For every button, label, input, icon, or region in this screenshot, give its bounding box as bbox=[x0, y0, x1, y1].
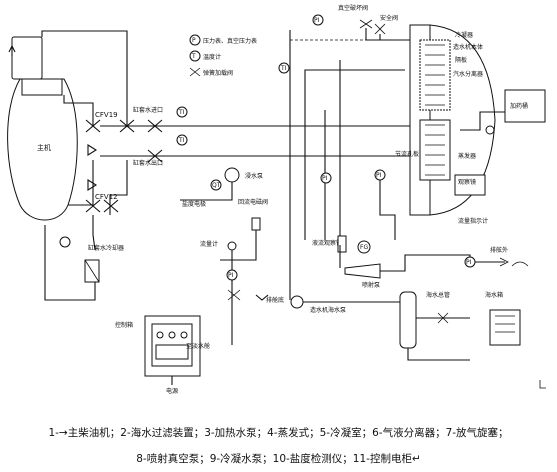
svg-text:P: P bbox=[192, 37, 196, 44]
legend-spring-text: 弹簧加载阀 bbox=[203, 69, 233, 77]
vacuum-breaker-valve: 真空破坏阀 bbox=[338, 4, 410, 41]
top-pi-gauge-2: TI bbox=[278, 62, 290, 74]
svg-text:TI: TI bbox=[280, 65, 287, 72]
svg-text:PI: PI bbox=[376, 172, 382, 179]
drain-bottom: 排舱底 bbox=[255, 294, 284, 304]
svg-text:PI: PI bbox=[322, 175, 328, 182]
baffle-label: 隔板 bbox=[455, 56, 467, 64]
control-box: 控制箱 电源 bbox=[115, 315, 201, 395]
jacket-ti-out: TI bbox=[176, 134, 188, 146]
dosing-tank-label: 加药桶 bbox=[510, 102, 528, 110]
seawater-chest: 海水箱 bbox=[485, 291, 521, 346]
drinking-tank-label: 至淡水舱 bbox=[186, 342, 210, 350]
svg-text:喷射泵: 喷射泵 bbox=[362, 281, 380, 289]
salinity-probe: QT 盐度电极 bbox=[182, 179, 222, 208]
svg-text:T: T bbox=[191, 53, 196, 60]
svg-text:PI: PI bbox=[314, 17, 320, 24]
figure-caption-line1: 1-→主柴油机；2-海水过滤装置；3-加热水泵；4-蒸发式；5-冷凝室；6-气液… bbox=[48, 427, 509, 439]
steam-separator-label: 汽水分离器 bbox=[453, 70, 483, 78]
jacket-in-label: 缸套水进口 bbox=[133, 106, 163, 114]
svg-text:排舱底: 排舱底 bbox=[266, 296, 284, 304]
ejector: 喷射泵 bbox=[344, 254, 471, 289]
jacket-pump-icon bbox=[59, 236, 71, 248]
flow-indicator-label: 流量指示计 bbox=[458, 217, 488, 225]
brine-pump: 浸水泵 bbox=[180, 167, 263, 201]
svg-text:TI: TI bbox=[178, 137, 185, 144]
flowmeter-pi: PI bbox=[226, 269, 241, 301]
legend-temp-text: 温度计 bbox=[203, 53, 221, 61]
jacket-water-piping bbox=[41, 30, 128, 301]
safety-valve: 安全阀 bbox=[374, 14, 398, 40]
jacket-water-lines: 缸套水进口 缸套水出口 bbox=[100, 106, 420, 167]
main-engine: 主机 bbox=[7, 36, 78, 221]
throttle-orifice: 节流孔板 PI bbox=[374, 150, 419, 240]
svg-text:真空破坏阀: 真空破坏阀 bbox=[338, 4, 368, 12]
outside-discharge: PI 排舷外 bbox=[464, 246, 529, 268]
svg-text:电源: 电源 bbox=[166, 387, 178, 395]
svg-text:FG: FG bbox=[360, 244, 368, 251]
jacket-ti-in: TI bbox=[176, 106, 188, 118]
side-pi-gauge: PI bbox=[320, 172, 332, 184]
main-engine-label: 主机 bbox=[37, 143, 51, 152]
svg-text:PI: PI bbox=[228, 272, 234, 279]
svg-text:排舷外: 排舷外 bbox=[490, 246, 508, 254]
svg-text:造水机海水泵: 造水机海水泵 bbox=[310, 306, 346, 314]
legend-pressure-text: 压力表、真空压力表 bbox=[203, 37, 257, 45]
cfv12-valve: CFV12 bbox=[85, 193, 119, 213]
cfv19-label: CFV19 bbox=[95, 111, 118, 119]
seawater-pump: 造水机海水泵 bbox=[290, 295, 400, 314]
condenser-label: 冷凝器 bbox=[455, 31, 473, 39]
legend: P 压力表、真空压力表 T 温度计 弹簧加载阀 bbox=[189, 34, 257, 77]
figure-caption-line2: 8-喷射真空泵；9-冷凝水泵；10-盐度检测仪；11-控制电柜↵ bbox=[136, 453, 421, 465]
jacket-cooler-label: 缸套水冷却器 bbox=[88, 244, 124, 252]
svg-text:海水总管: 海水总管 bbox=[426, 291, 450, 299]
svg-text:PI: PI bbox=[466, 259, 472, 266]
dosing-tank: 加药桶 bbox=[460, 89, 546, 135]
svg-text:液流观察镜: 液流观察镜 bbox=[312, 239, 342, 247]
seawater-main: 海水总管 bbox=[399, 291, 470, 361]
flow-meter: 流量计 bbox=[200, 240, 237, 345]
svg-text:流量计: 流量计 bbox=[200, 240, 218, 248]
svg-text:控制箱: 控制箱 bbox=[115, 321, 133, 329]
sight-glass-label: 观察镜 bbox=[458, 178, 476, 186]
cfv12-label: CFV12 bbox=[95, 193, 118, 201]
svg-text:海水箱: 海水箱 bbox=[485, 291, 503, 299]
liquid-sight-glass: 液流观察镜 bbox=[312, 235, 347, 253]
svg-text:TI: TI bbox=[178, 109, 185, 116]
return-solenoid: 回流电磁阀 bbox=[220, 198, 268, 261]
svg-text:浸水泵: 浸水泵 bbox=[245, 172, 263, 180]
svg-text:安全阀: 安全阀 bbox=[380, 14, 398, 22]
evaporator-label: 蒸发器 bbox=[458, 152, 476, 160]
svg-text:QT: QT bbox=[212, 182, 221, 189]
distiller-body bbox=[409, 24, 496, 216]
svg-text:回流电磁阀: 回流电磁阀 bbox=[238, 198, 268, 206]
fg-gauge: FG bbox=[357, 240, 371, 254]
svg-text:盐度电极: 盐度电极 bbox=[182, 200, 206, 208]
jacket-out-label: 缸套水出口 bbox=[133, 159, 163, 167]
top-pi-gauge: PI bbox=[312, 14, 324, 26]
fresh-water-generator-schematic: 主机 CFV19 CFV12 缸套水冷却器 缸套水进口 缸套水出口 bbox=[7, 4, 546, 395]
distiller-body-label: 造水机本体 bbox=[453, 43, 483, 51]
svg-text:节流孔板: 节流孔板 bbox=[395, 150, 419, 158]
